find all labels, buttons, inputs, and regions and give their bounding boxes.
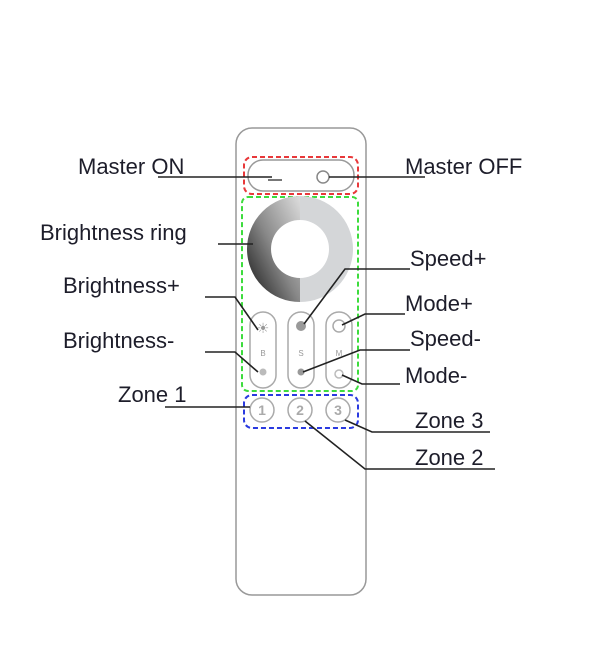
zone1-button[interactable]: [249, 397, 275, 423]
brightness-plus-button[interactable]: ☀: [257, 320, 270, 336]
power-button-pill: [247, 159, 355, 192]
zone3-number: 3: [334, 402, 342, 418]
zone3-button[interactable]: [325, 397, 351, 423]
label-speed-minus: Speed-: [410, 326, 481, 351]
label-master-on: Master ON: [78, 154, 184, 179]
mode-plus-button[interactable]: [332, 319, 346, 333]
brightness-ring-dark[interactable]: [247, 196, 300, 302]
leader-zone2: [304, 420, 495, 470]
zone2-button[interactable]: [287, 397, 313, 423]
label-mode-plus: Mode+: [405, 291, 473, 316]
label-speed-plus: Speed+: [410, 246, 486, 271]
label-zone1: Zone 1: [118, 382, 187, 407]
zone-group-outline: [243, 394, 359, 429]
label-zone3: Zone 3: [415, 408, 484, 433]
label-master-off: Master OFF: [405, 154, 522, 179]
label-brightness-plus: Brightness+: [63, 273, 180, 298]
mode-key-pill: [325, 311, 353, 389]
mode-key-label: M: [336, 349, 343, 358]
speed-key-pill: [287, 311, 315, 389]
leader-speed-minus: [302, 349, 410, 373]
leader-speed-plus: [303, 268, 410, 325]
brightness-key-pill: [249, 311, 277, 389]
leader-brightness-minus: [205, 351, 259, 373]
brightness-minus-button[interactable]: [259, 368, 267, 376]
speed-key-label: S: [298, 349, 303, 358]
label-brightness-minus: Brightness-: [63, 328, 174, 353]
label-brightness-ring: Brightness ring: [40, 220, 187, 245]
master-off-button[interactable]: [316, 170, 330, 184]
label-mode-minus: Mode-: [405, 363, 467, 388]
leader-mode-plus: [341, 313, 405, 326]
zone1-number: 1: [258, 402, 266, 418]
brightness-key-label: B: [260, 349, 265, 358]
speed-minus-button[interactable]: [297, 368, 305, 376]
leader-zone3: [344, 419, 490, 433]
leader-brightness-plus: [205, 296, 259, 331]
mode-minus-button[interactable]: [334, 369, 344, 379]
zone2-number: 2: [296, 402, 304, 418]
power-group-outline: [243, 156, 359, 195]
leader-mode-minus: [341, 374, 400, 385]
label-zone2: Zone 2: [415, 445, 484, 470]
